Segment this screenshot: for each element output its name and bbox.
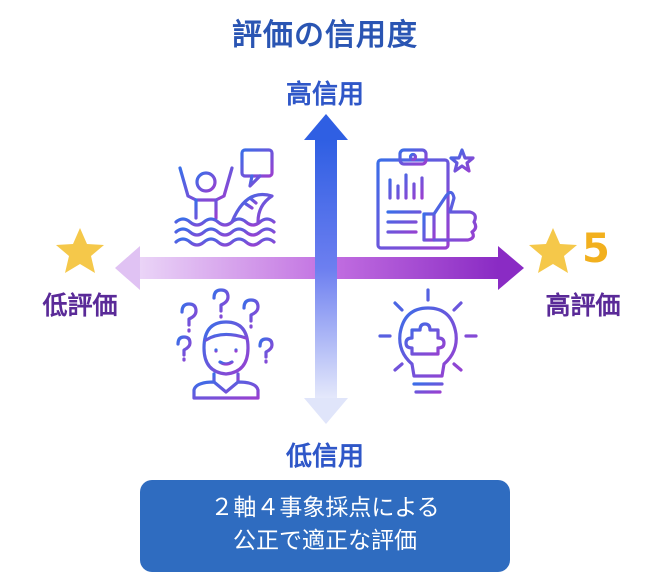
- diagram-title: 評価の信用度: [232, 18, 418, 53]
- axis-label-high-credibility: 高信用: [285, 80, 364, 110]
- confused-person-icon: [176, 288, 274, 400]
- summary-line-2: 公正で適正な評価: [233, 528, 417, 554]
- score-five: 5: [582, 226, 610, 272]
- axis-label-high-evaluation: 高評価: [545, 291, 621, 320]
- clipboard-thumbs-up-icon: [376, 148, 478, 250]
- star-icon-left: [56, 228, 104, 273]
- drowning-person-shark-icon: [174, 148, 276, 247]
- axis-label-low-credibility: 低信用: [285, 442, 364, 472]
- summary-box: ２軸４事象採点による 公正で適正な評価: [140, 480, 510, 572]
- vertical-axis-arrow: [304, 114, 348, 424]
- summary-line-1: ２軸４事象採点による: [210, 495, 440, 521]
- lightbulb-puzzle-icon: [378, 288, 478, 400]
- axis-label-low-evaluation: 低評価: [42, 291, 118, 320]
- star-icon-right: [529, 228, 577, 273]
